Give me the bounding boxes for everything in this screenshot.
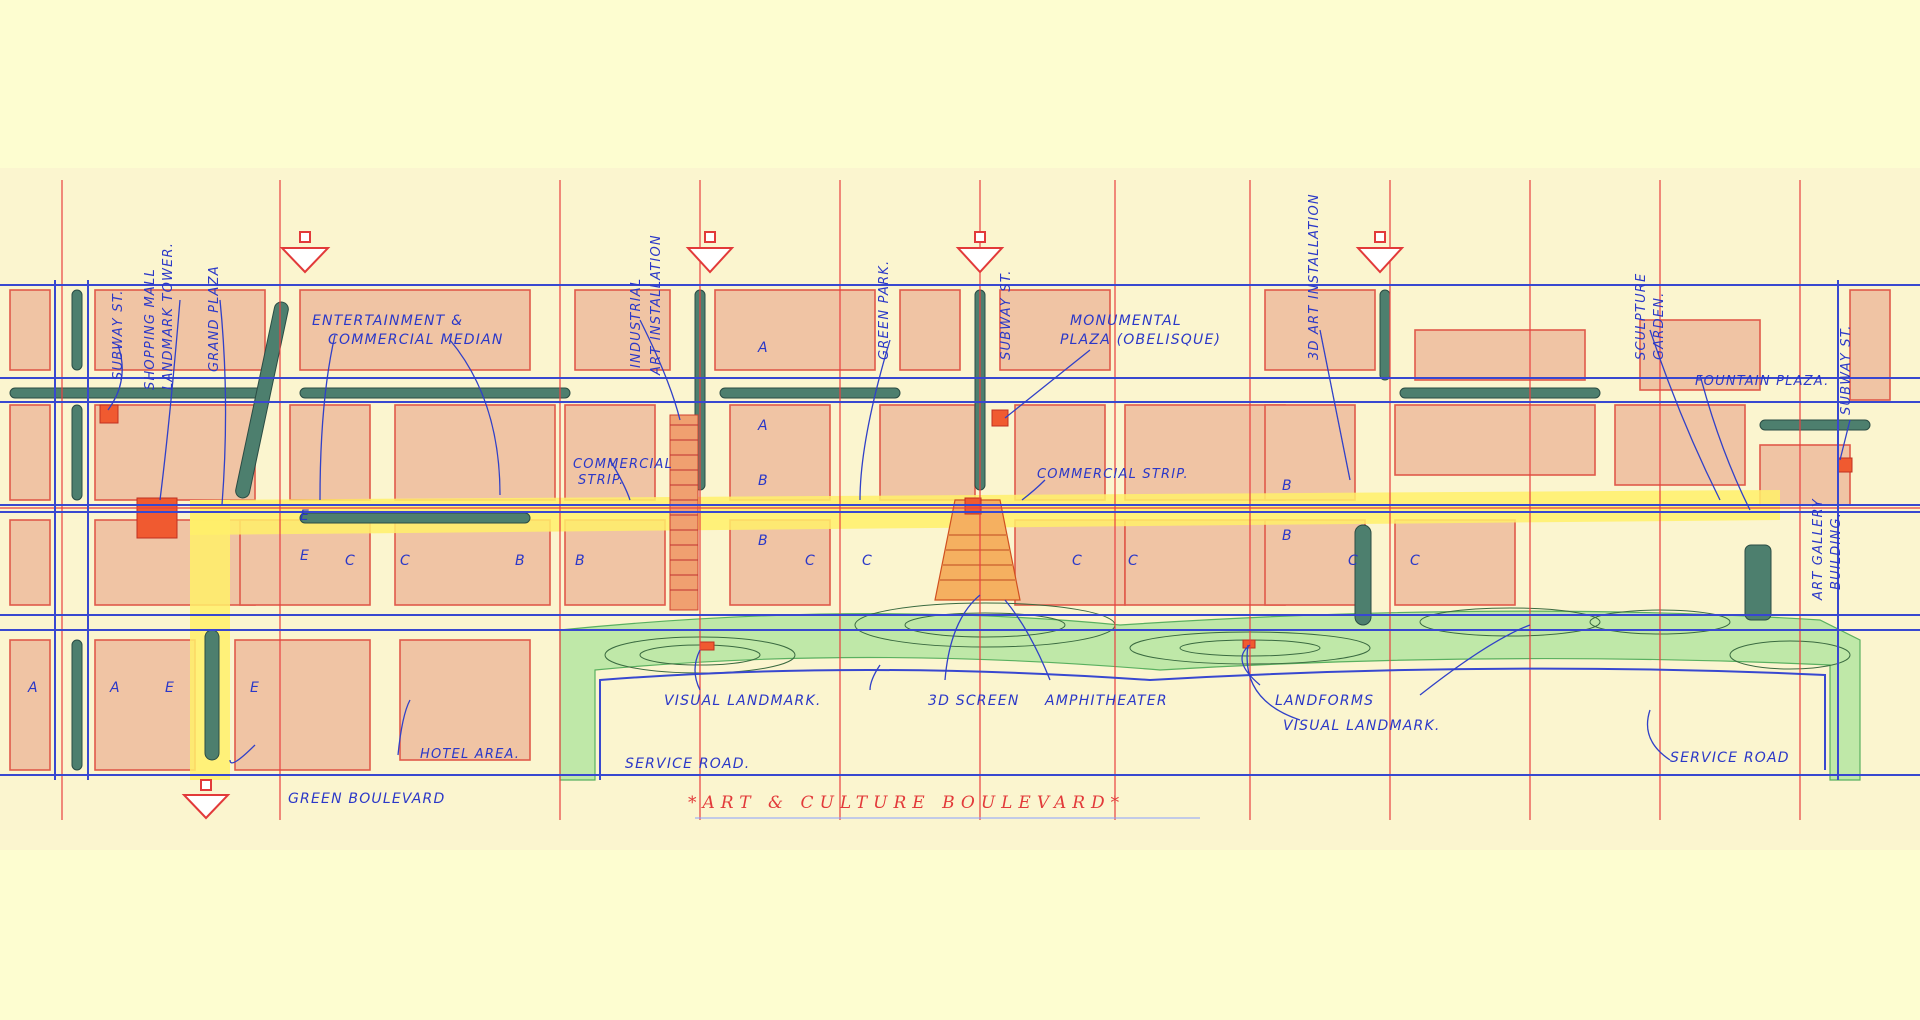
label-green-boulevard: GREEN BOULEVARD	[288, 791, 445, 807]
drawing-title: *ART & CULTURE BOULEVARD*	[688, 793, 1125, 813]
label-industrial-1: INDUSTRIAL	[629, 278, 644, 368]
label-service-road-east: SERVICE ROAD	[1670, 750, 1790, 766]
section-mark: B	[1282, 528, 1293, 544]
section-mark: B	[758, 473, 769, 489]
access-arrows	[181, 231, 1405, 820]
middle-blocks	[9, 404, 1851, 506]
annotations: SUBWAY ST. SHOPPING MALL LANDMARK TOWER.…	[111, 193, 1854, 813]
label-fountain-plaza: FOUNTAIN PLAZA.	[1695, 374, 1829, 389]
section-mark: B	[515, 553, 526, 569]
section-mark: E	[300, 508, 310, 524]
label-entertainment-2: COMMERCIAL MEDIAN	[328, 332, 504, 348]
label-commercial-strip-east: COMMERCIAL STRIP.	[1037, 467, 1189, 482]
label-monumental-1: MONUMENTAL	[1070, 313, 1182, 329]
section-mark: A	[109, 680, 121, 696]
section-mark: C	[1410, 553, 1421, 569]
access-arrow-4	[1355, 231, 1405, 274]
section-mark: C	[345, 553, 356, 569]
label-commercial-strip-west-2: STRIP.	[578, 473, 624, 488]
section-mark: E	[300, 548, 310, 564]
label-green-park: GREEN PARK.	[877, 260, 892, 360]
section-mark: B	[575, 553, 586, 569]
road-network	[0, 280, 1920, 780]
label-shopping-mall: SHOPPING MALL	[143, 268, 158, 390]
section-mark: C	[1128, 553, 1139, 569]
label-subway-st-west: SUBWAY ST.	[111, 289, 126, 380]
label-landmark-tower: LANDMARK TOWER.	[161, 242, 176, 390]
section-mark: E	[165, 680, 175, 696]
section-mark: C	[805, 553, 816, 569]
label-subway-st-center: SUBWAY ST.	[999, 269, 1014, 360]
access-arrow-2	[685, 231, 735, 274]
label-monumental-2: PLAZA (OBELISQUE)	[1060, 332, 1221, 348]
label-industrial-2: ART INSTALLATION	[649, 234, 664, 376]
label-3d-screen: 3D SCREEN	[928, 693, 1020, 709]
section-mark: B	[1282, 478, 1293, 494]
access-arrow-1	[279, 231, 331, 274]
label-visual-landmark-west: VISUAL LANDMARK.	[664, 693, 822, 709]
section-mark: C	[862, 553, 873, 569]
section-mark: A	[757, 340, 769, 356]
label-art-gallery-1: ART GALLERY	[1811, 498, 1826, 601]
access-arrow-3	[955, 231, 1005, 274]
section-mark: C	[400, 553, 411, 569]
access-arrow-5	[181, 779, 231, 820]
section-mark: E	[250, 680, 260, 696]
label-grand-plaza: GRAND PLAZA	[207, 265, 222, 372]
label-entertainment-1: ENTERTAINMENT &	[312, 313, 463, 329]
section-mark: C	[1072, 553, 1083, 569]
label-subway-st-east: SUBWAY ST.	[1839, 324, 1854, 415]
lower-blocks	[9, 519, 1516, 771]
label-amphitheater: AMPHITHEATER	[1044, 693, 1168, 709]
label-service-road-west: SERVICE ROAD.	[625, 756, 750, 772]
label-sculpture-1: SCULPTURE	[1634, 273, 1649, 360]
label-visual-landmark-east: VISUAL LANDMARK.	[1283, 718, 1441, 734]
medians	[9, 289, 1871, 771]
section-marks: A A E E E E C C B B A A B B C C C C B B …	[27, 340, 1421, 696]
label-hotel-area: HOTEL AREA.	[420, 747, 520, 762]
grid-lines	[0, 180, 1920, 820]
label-3d-art-installation: 3D ART INSTALLATION	[1307, 193, 1322, 360]
label-sculpture-2: GARDEN.	[1652, 292, 1667, 360]
label-art-gallery-2: BUILDING.	[1829, 512, 1844, 590]
section-mark: A	[757, 418, 769, 434]
section-mark: C	[1348, 553, 1359, 569]
label-landforms: LANDFORMS	[1275, 693, 1374, 709]
leader-lines	[107, 299, 1851, 764]
section-mark: A	[27, 680, 39, 696]
label-commercial-strip-west-1: COMMERCIAL	[573, 457, 673, 472]
section-mark: B	[758, 533, 769, 549]
amphitheater-shape	[934, 499, 1021, 601]
